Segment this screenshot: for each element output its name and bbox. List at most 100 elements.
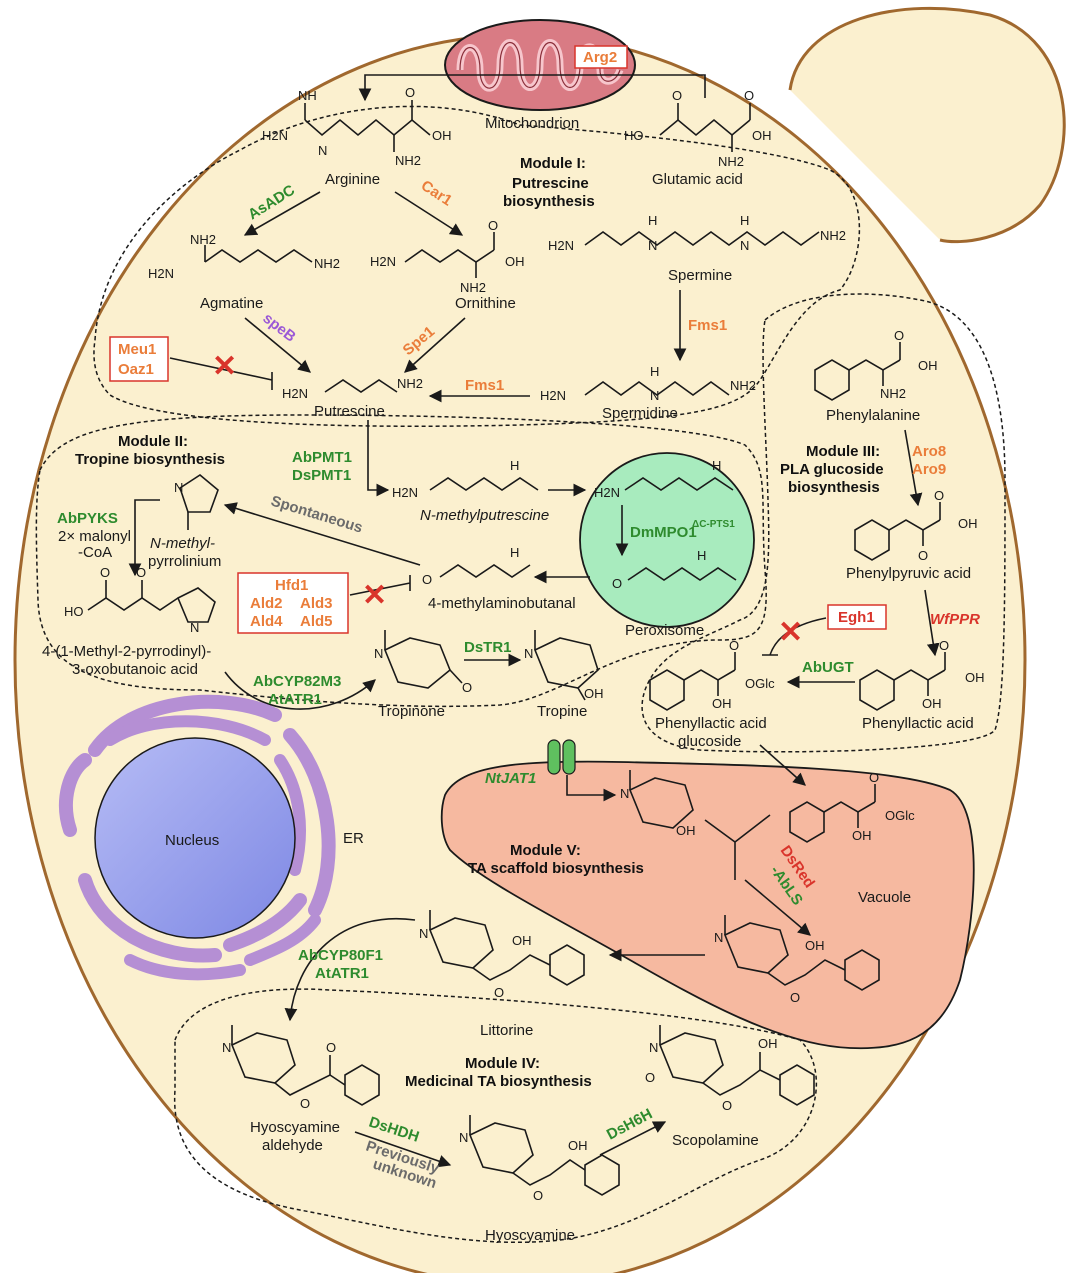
svg-text:H: H — [712, 458, 721, 473]
n-methylputrescine-structure: H2N H — [392, 458, 539, 500]
malonyl-label-2: -CoA — [78, 544, 112, 561]
svg-text:NH2: NH2 — [730, 378, 756, 393]
module-iii-subtitle: PLA glucoside — [780, 461, 884, 478]
agmatine-structure: NH2 H2N NH2 — [148, 232, 340, 281]
svg-text:O: O — [533, 1188, 543, 1203]
svg-text:N: N — [419, 926, 428, 941]
cyp82m3-arrow — [224, 671, 376, 710]
ald2-enzyme: Ald2 — [250, 595, 283, 612]
module-ii-boundary — [35, 414, 767, 708]
svg-text:H2N: H2N — [282, 386, 308, 401]
vacuole-tropine-structure: N OH — [620, 770, 696, 838]
abpyks-enzyme: AbPYKS — [57, 510, 118, 527]
pla-glucoside-structure: O OGlc OH — [649, 638, 775, 711]
littorine-structure: N OH O — [419, 910, 585, 1000]
ls-arrow — [744, 879, 811, 936]
scopolamine-structure: N O OH O — [645, 1025, 815, 1113]
put-mput-arrow — [367, 420, 390, 497]
svg-text:OH: OH — [852, 828, 872, 843]
methylaminobutanal-label: 4-methylaminobutanal — [428, 595, 576, 612]
svg-text:H: H — [648, 213, 657, 228]
svg-text:H2N: H2N — [540, 388, 566, 403]
cyp80f1-arrow — [284, 917, 416, 1022]
svg-text:O: O — [300, 1096, 310, 1111]
svg-text:H: H — [510, 545, 519, 560]
oxobutanoic-structure: HO O O N — [64, 565, 216, 635]
svg-text:NH2: NH2 — [880, 386, 906, 401]
aro8-enzyme: Aro8 — [912, 443, 946, 460]
svg-text:NH2: NH2 — [395, 153, 421, 168]
svg-text:O: O — [672, 88, 682, 103]
svg-text:OH: OH — [512, 933, 532, 948]
aro9-enzyme: Aro9 — [912, 461, 946, 478]
module-v-title: Module V: — [510, 842, 581, 859]
pyks-arrow — [128, 499, 160, 577]
svg-text:H2N: H2N — [594, 485, 620, 500]
svg-text:OGlc: OGlc — [745, 676, 775, 691]
svg-text:OH: OH — [568, 1138, 588, 1153]
svg-text:H: H — [697, 548, 706, 563]
putrescine-label: Putrescine — [314, 403, 385, 420]
peroxisome-label: Peroxisome — [625, 622, 704, 639]
peroxisome-product-structure: O H — [612, 548, 737, 591]
module-ii-title: Module II: — [118, 433, 188, 450]
malonyl-label-1: 2× malonyl — [58, 528, 131, 545]
svg-text:OH: OH — [712, 696, 732, 711]
mitochondrion-label: Mitochondrion — [485, 115, 579, 132]
nucleus-label: Nucleus — [165, 832, 219, 849]
svg-text:OH: OH — [958, 516, 978, 531]
svg-text:H2N: H2N — [148, 266, 174, 281]
hfd1-enzyme: Hfd1 — [275, 577, 308, 594]
svg-text:OH: OH — [922, 696, 942, 711]
vacuole-glucoside-structure: O OGlc OH — [789, 770, 915, 843]
er — [58, 694, 336, 981]
ntjat1-transporter — [547, 739, 576, 775]
svg-text:N: N — [714, 930, 723, 945]
phenyllactic-label: Phenyllactic acid — [862, 715, 974, 732]
egh1-inhibition-line — [762, 617, 827, 656]
meu1-enzyme: Meu1 — [118, 341, 156, 358]
arg-agm-arrow — [243, 191, 321, 236]
spermidine-structure: H2N N H NH2 — [540, 364, 756, 403]
glutamic-acid-structure: HO O O OH NH2 — [624, 88, 772, 169]
svg-text:H2N: H2N — [262, 128, 288, 143]
n-methylpyrrolinium-label-1: N-methyl- — [150, 535, 215, 552]
svg-text:O: O — [422, 572, 432, 587]
ald5-enzyme: Ald5 — [300, 613, 333, 630]
module-i-subtitle: Putrescine — [512, 175, 589, 192]
ppr-arrow — [924, 589, 940, 657]
glutamic-acid-label: Glutamic acid — [652, 171, 743, 188]
ald-inhibition-line — [349, 575, 411, 596]
hdh-arrow — [354, 1131, 452, 1168]
svg-text:OH: OH — [752, 128, 772, 143]
littorine-label: Littorine — [480, 1022, 533, 1039]
oxobutanoic-label-2: 3-oxobutanoic acid — [72, 661, 198, 678]
hyoscyamine-label: Hyoscyamine — [485, 1227, 575, 1244]
svg-text:HO: HO — [624, 128, 644, 143]
svg-text:NH2: NH2 — [397, 376, 423, 391]
fms1-enzyme-b: Fms1 — [465, 377, 504, 394]
phenylalanine-structure: O OH NH2 — [814, 328, 938, 401]
vacuole-littorine-structure: N OH O — [714, 915, 880, 1005]
svg-text:O: O — [729, 638, 739, 653]
svg-text:O: O — [939, 638, 949, 653]
svg-text:N: N — [740, 238, 749, 253]
methylaminobutanal-structure: O H — [422, 545, 531, 587]
svg-text:N: N — [648, 238, 657, 253]
dspmt1-enzyme: DsPMT1 — [292, 467, 351, 484]
svg-text:HO: HO — [64, 604, 84, 619]
n-methylputrescine-label: N-methylputrescine — [420, 507, 549, 524]
wfppr-enzyme: WfPPR — [930, 611, 980, 628]
svg-text:H2N: H2N — [548, 238, 574, 253]
module-iii-title: Module III: — [806, 443, 880, 460]
atatr1-enzyme-b: AtATR1 — [315, 965, 369, 982]
module-iv-boundary — [173, 988, 818, 1244]
ald4-enzyme: Ald4 — [250, 613, 283, 630]
svg-text:OH: OH — [805, 938, 825, 953]
svg-text:O: O — [136, 565, 146, 580]
svg-text:N: N — [222, 1040, 231, 1055]
spermidine-label: Spermidine — [602, 405, 678, 422]
svg-text:N: N — [524, 646, 533, 661]
oaz1-enzyme: Oaz1 — [118, 361, 154, 378]
svg-text:NH2: NH2 — [190, 232, 216, 247]
